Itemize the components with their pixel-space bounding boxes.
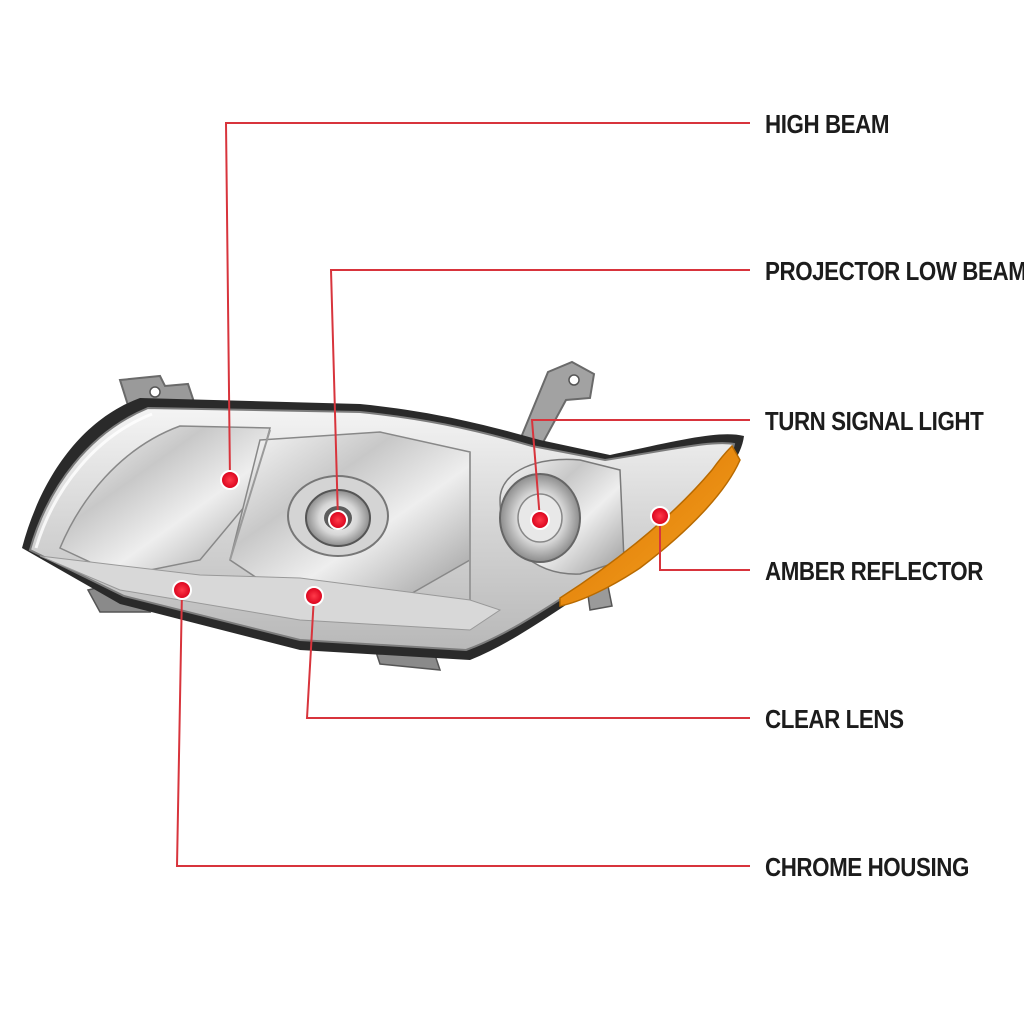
leader-amber-reflector — [659, 516, 750, 571]
leader-high-beam — [224, 122, 750, 481]
amber-reflector-shape — [559, 444, 741, 607]
lens-highlight — [34, 412, 153, 549]
headlight-assembly — [22, 360, 744, 671]
label-high-beam: HIGH BEAM — [765, 109, 890, 139]
marker-amber-reflector — [650, 506, 670, 526]
right-mounting-bracket — [518, 360, 596, 450]
marker-projector-low-beam — [328, 510, 348, 530]
leader-turn-signal-light — [530, 419, 750, 521]
callout-leaders — [175, 122, 750, 867]
label-chrome-housing: CHROME HOUSING — [765, 852, 969, 882]
label-clear-lens: CLEAR LENS — [765, 704, 904, 734]
marker-clear-lens — [304, 586, 324, 606]
label-turn-signal-light: TURN SIGNAL LIGHT — [765, 406, 984, 436]
leader-projector-low-beam — [329, 269, 750, 521]
callout-markers — [172, 470, 670, 606]
label-projector-low-beam: PROJECTOR LOW BEAM — [765, 256, 1024, 286]
marker-turn-signal-light — [530, 510, 550, 530]
bracket-hole — [149, 386, 161, 398]
leader-chrome-housing — [175, 589, 750, 867]
lens-detail-line — [229, 429, 271, 561]
marker-high-beam — [220, 470, 240, 490]
marker-chrome-housing — [172, 580, 192, 600]
bracket-hole — [568, 374, 580, 386]
chrome-strip — [39, 555, 502, 631]
leader-clear-lens — [305, 595, 750, 719]
label-amber-reflector: AMBER REFLECTOR — [765, 556, 983, 586]
